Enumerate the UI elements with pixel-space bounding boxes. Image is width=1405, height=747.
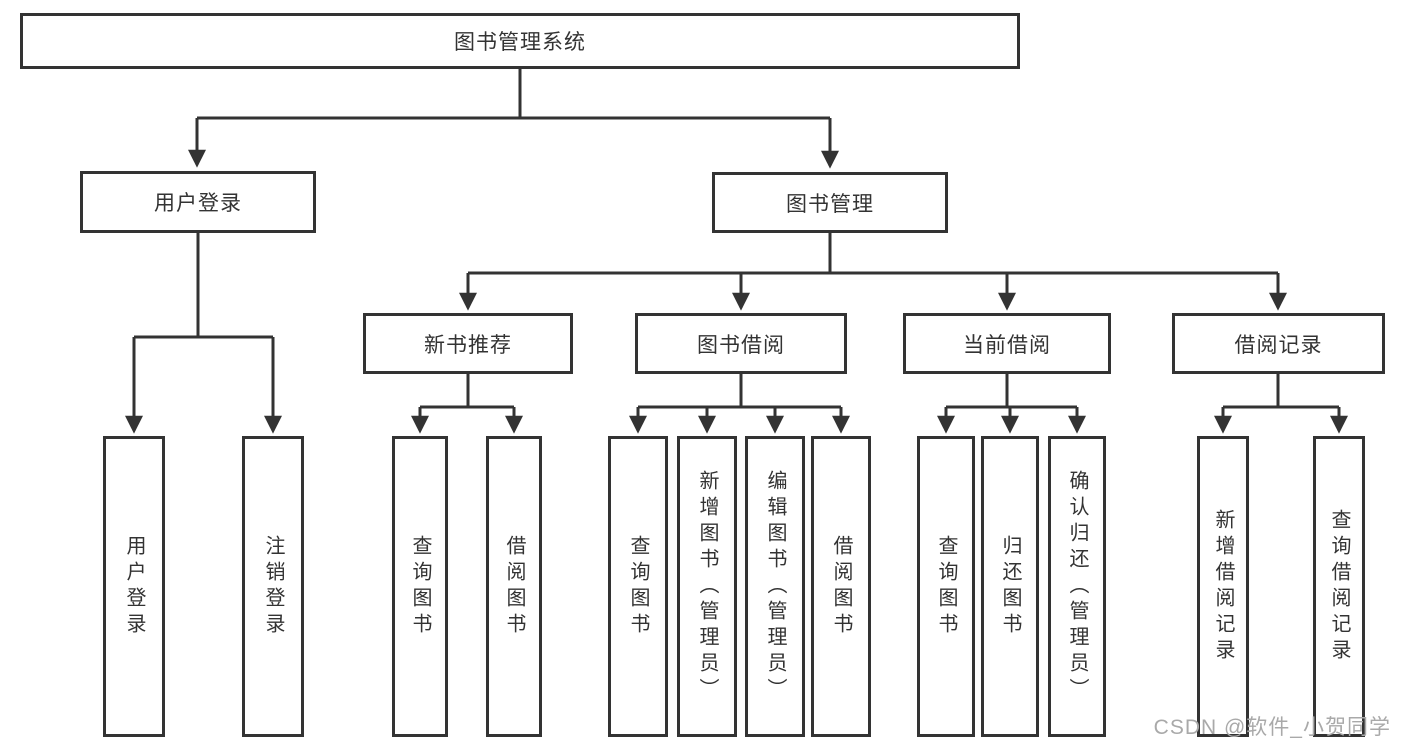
leaf-logout-login: 注销登录 [242,436,304,737]
node-label: 当前借阅 [963,333,1051,357]
csdn-watermark: CSDN @软件_小贺同学 [1153,716,1391,739]
node-label: 图书借阅 [697,333,785,357]
leaf-query-borrow-record: 查询借阅记录 [1313,436,1365,737]
leaf-add-borrow-record: 新增借阅记录 [1197,436,1249,737]
node-label: 查询图书 [627,534,649,639]
leaf-user-login: 用户登录 [103,436,165,737]
leaf-query-books-borrow: 查询图书 [608,436,668,737]
node-label: 新书推荐 [424,333,512,357]
leaf-query-books-recommend: 查询图书 [392,436,448,737]
connector-current-borrow-to-leaves [937,374,1086,434]
node-borrow-records: 借阅记录 [1172,313,1385,374]
connector-book-management-to-level3 [459,233,1287,311]
connector-root-to-level2 [188,69,839,169]
node-label: 确认归还（管理员） [1066,469,1088,704]
node-label: 归还图书 [999,534,1021,639]
leaf-confirm-return-admin: 确认归还（管理员） [1048,436,1106,737]
leaf-add-books-admin: 新增图书（管理员） [677,436,737,737]
node-user-login-group: 用户登录 [80,171,316,233]
node-label: 新增借阅记录 [1212,508,1234,665]
node-label: 新增图书（管理员） [696,469,718,704]
node-label: 注销登录 [262,534,284,639]
node-label: 借阅记录 [1234,333,1323,357]
leaf-return-books: 归还图书 [981,436,1039,737]
node-label: 借阅图书 [830,534,852,639]
node-label: 查询图书 [935,534,957,639]
node-label: 编辑图书（管理员） [764,469,786,704]
node-label: 借阅图书 [503,534,525,639]
node-book-borrow: 图书借阅 [635,313,847,374]
leaf-borrow-books: 借阅图书 [811,436,871,737]
node-label: 图书管理 [786,192,874,216]
leaf-query-books-current: 查询图书 [917,436,975,737]
node-label: 图书管理系统 [454,31,586,54]
node-label: 查询借阅记录 [1328,508,1350,665]
node-label: 用户登录 [123,534,145,639]
leaf-edit-books-admin: 编辑图书（管理员） [745,436,805,737]
node-label: 查询图书 [409,534,431,639]
connector-borrow-records-to-leaves [1214,374,1348,434]
node-library-management-system: 图书管理系统 [20,13,1020,69]
connector-new-book-recommend-to-leaves [411,374,523,434]
node-book-management-group: 图书管理 [712,172,948,233]
connector-book-borrow-to-leaves [629,374,850,434]
node-current-borrow: 当前借阅 [903,313,1111,374]
node-label: 用户登录 [154,192,242,215]
leaf-borrow-books-recommend: 借阅图书 [486,436,542,737]
connector-user-login-to-leaves [125,233,282,434]
node-new-book-recommend: 新书推荐 [363,313,573,374]
